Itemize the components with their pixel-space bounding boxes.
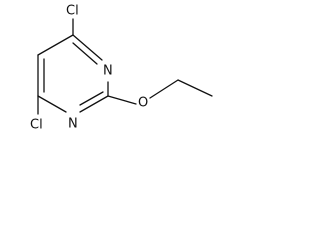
chemical-structure-diagram: Cl N Cl N O — [30, 4, 213, 133]
bond-ch2-ch3 — [177, 79, 213, 97]
bond-c6-n1 — [37, 95, 67, 113]
bond-o-ch2 — [149, 79, 179, 99]
atom-label-n-upper: N — [103, 64, 113, 79]
atom-label-n-lower: N — [68, 117, 78, 132]
pyrimidine-ring — [37, 34, 109, 113]
atom-label-cl-bottom: Cl — [30, 118, 43, 133]
bond-n1-c2 — [79, 95, 109, 113]
atom-labels: Cl N Cl N O — [30, 4, 148, 133]
bond-n3-c4-inner — [72, 42, 98, 65]
atom-label-cl-top: Cl — [66, 4, 79, 19]
atom-label-oxygen: O — [138, 96, 148, 111]
bond-n1-c2-inner — [79, 91, 104, 106]
substituent-bonds — [37, 18, 213, 115]
bond-n3-c4 — [72, 34, 103, 61]
bond-c4-c5 — [37, 34, 74, 56]
bond-c2-o — [107, 95, 137, 105]
